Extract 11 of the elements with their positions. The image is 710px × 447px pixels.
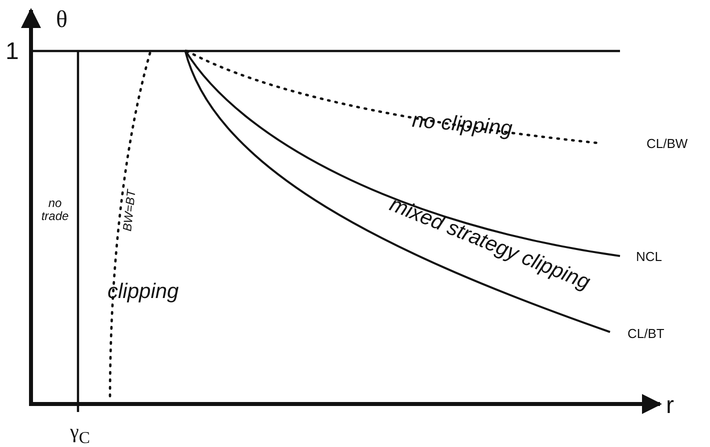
curve-label: NCL bbox=[636, 250, 662, 264]
curve-label: BW=BT bbox=[121, 188, 139, 232]
axis-label: θ bbox=[56, 7, 68, 34]
region-label: clipping bbox=[108, 280, 179, 303]
region-label: no trade bbox=[40, 197, 70, 224]
tick-label: 1 bbox=[6, 39, 19, 66]
region-label: no clipping bbox=[411, 108, 514, 140]
tick-label: γ$_{C}$ bbox=[70, 421, 90, 447]
curve-label: CL/BT bbox=[628, 327, 664, 342]
curve-label: CL/BW bbox=[646, 137, 688, 152]
axis-label: r bbox=[666, 393, 674, 420]
